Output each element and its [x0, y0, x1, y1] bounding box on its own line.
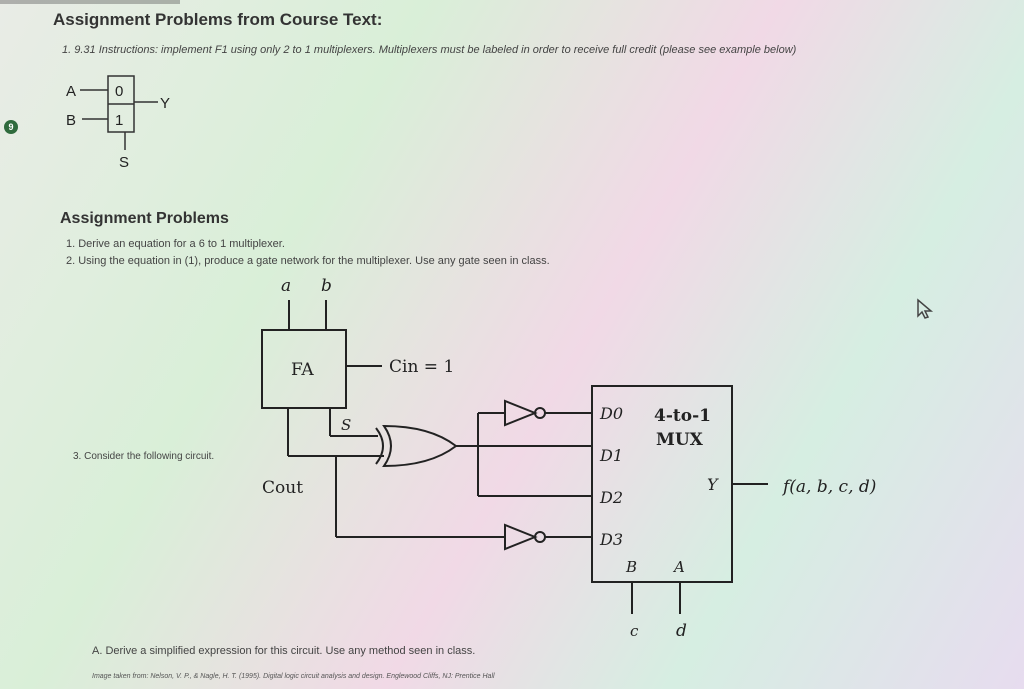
not-gate-1 [504, 399, 538, 427]
input-c-label: c [630, 622, 639, 640]
example-select-s: S [119, 154, 129, 171]
input-b-label: b [321, 276, 332, 296]
assignment-item-2: 2. Using the equation in (1), produce a … [66, 255, 550, 267]
not-gate-2 [504, 523, 538, 551]
mux-y-label: Y [707, 475, 719, 494]
assignment-item-3: 3. Consider the following circuit. [73, 451, 215, 462]
mux-title-line2: MUX [656, 430, 704, 450]
output-function-label: f(a, b, c, d) [781, 477, 876, 497]
assignment-item-1: 1. Derive an equation for a 6 to 1 multi… [66, 238, 285, 250]
mux-sel-b-label: B [625, 558, 637, 576]
example-input-a: A [66, 83, 76, 100]
input-a-label: a [281, 276, 291, 296]
cin-label: Cin = 1 [389, 357, 454, 377]
mux-d1-label: D1 [599, 446, 623, 465]
example-slot-1: 1 [115, 112, 123, 129]
example-slot-0: 0 [115, 83, 123, 100]
full-adder-box [261, 329, 347, 409]
mux-d3-label: D3 [599, 530, 623, 549]
assignment-item-a: A. Derive a simplified expression for th… [92, 645, 476, 657]
mux-sel-a-label: A [672, 558, 685, 576]
mux-d2-label: D2 [599, 488, 623, 507]
assignment-title: Assignment Problems [60, 210, 229, 227]
mux-d0-label: D0 [599, 404, 623, 423]
example-input-b: B [66, 112, 76, 129]
image-credit: Image taken from: Nelson, V. P., & Nagle… [92, 673, 495, 680]
s-label: S [341, 416, 351, 434]
example-output-y: Y [160, 95, 170, 112]
notification-badge[interactable]: 9 [4, 120, 18, 134]
wire-or-to-d1 [456, 446, 592, 456]
page-title: Assignment Problems from Course Text: [53, 10, 383, 29]
instruction-text: 1. 9.31 Instructions: implement F1 using… [62, 44, 797, 56]
mux-title-line1: 4-to-1 [654, 406, 711, 426]
circuit-diagram [261, 300, 768, 614]
top-edge-mark [0, 0, 180, 4]
pointer-cursor-icon [916, 298, 934, 326]
example-mux-diagram [80, 75, 158, 150]
or-gate [382, 424, 458, 468]
cout-label: Cout [262, 478, 303, 498]
or-gate-back-curve2 [375, 427, 384, 465]
input-d-label: d [676, 621, 687, 641]
fa-label: FA [291, 360, 314, 380]
